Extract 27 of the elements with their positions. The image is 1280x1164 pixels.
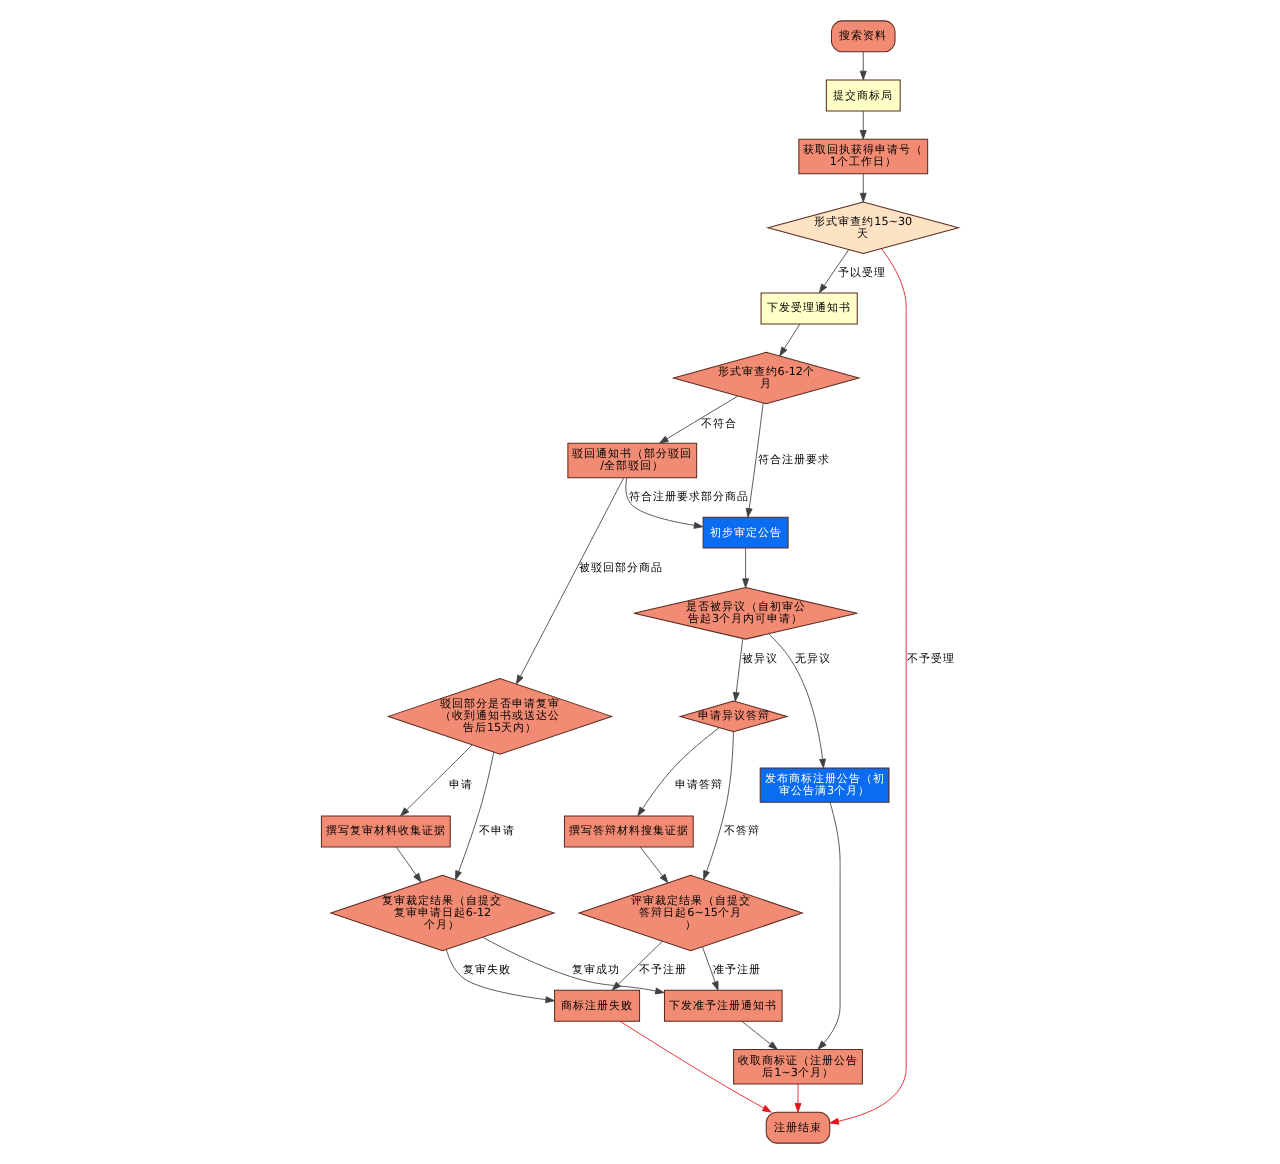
arrow [637,727,720,817]
arrow [455,751,495,881]
arrow [702,946,719,991]
arrow [859,51,867,81]
arrow [745,402,764,518]
arrow [659,395,739,444]
arrow [625,477,704,529]
arrow [732,638,744,702]
arrow [516,477,625,685]
arrow [818,249,849,294]
arrow [741,1020,778,1050]
arrow [446,949,555,1004]
arrow [400,744,473,817]
arrow [829,248,907,1125]
arrow [768,633,826,769]
arrow [859,173,867,203]
arrow [779,323,801,357]
arrow [742,547,750,588]
arrow [619,1020,772,1113]
arrow [395,846,422,883]
arrow [859,110,867,140]
arrow [639,846,669,884]
arrow [611,941,663,991]
arrow [794,1083,802,1113]
arrow [817,801,841,1050]
arrow [482,936,665,995]
arrow [703,731,734,880]
